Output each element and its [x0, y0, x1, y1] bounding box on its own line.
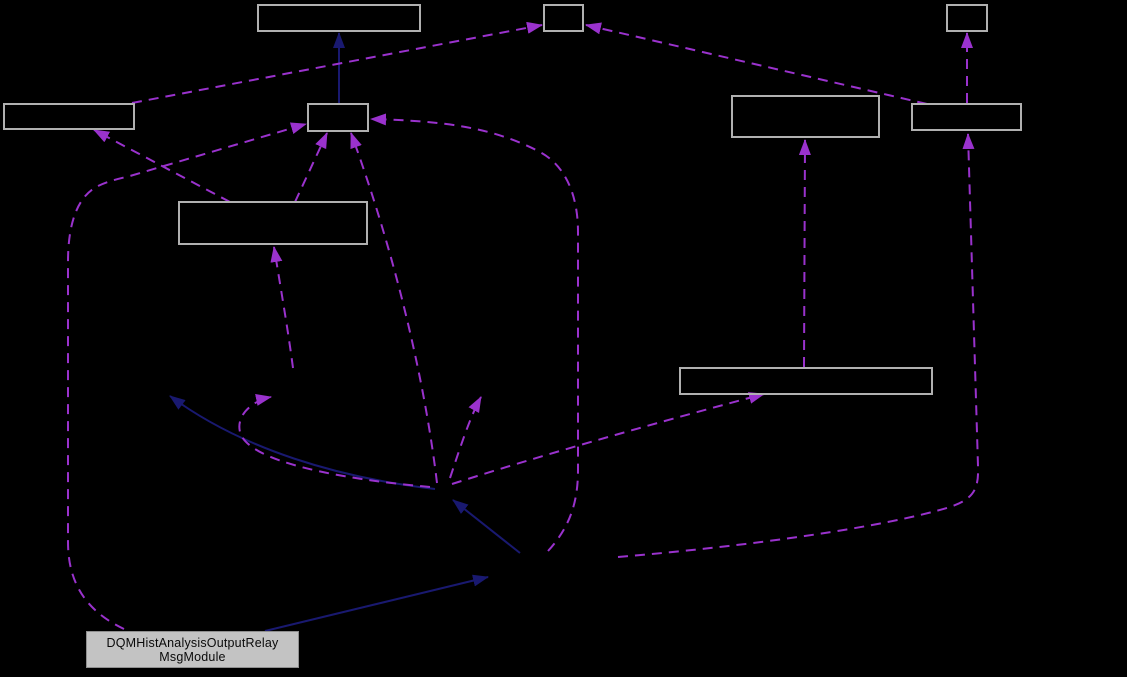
node-top-right-small[interactable] [946, 4, 988, 32]
main-node[interactable]: DQMHistAnalysisOutputRelay MsgModule [86, 631, 299, 668]
usage-hidden-short-up-right [449, 396, 482, 479]
usage-mid-left-to-center-small [294, 132, 328, 203]
usage-mid-right-to-right-center [798, 139, 811, 368]
usage-hidden-bottom-to-right [617, 133, 980, 558]
inheritance-main-node-up-right [264, 574, 489, 632]
main-node-label-line2: MsgModule [159, 649, 226, 664]
node-right-center[interactable] [731, 95, 880, 138]
usage-hidden-to-mid-right [451, 392, 765, 485]
usage-hidden-to-center-small [350, 132, 438, 484]
main-node-label-line1: DQMHistAnalysisOutputRelay [106, 635, 279, 650]
inheritance-hidden-mid-up-left [452, 499, 521, 554]
node-mid-left[interactable] [178, 201, 368, 245]
usage-hidden-curve-up-left [238, 394, 431, 488]
usage-right-to-top-center-small [585, 22, 928, 105]
usage-hidden-lower-to-mid-left [270, 246, 294, 369]
node-center-small[interactable] [307, 103, 369, 132]
node-left[interactable] [3, 103, 135, 130]
edges-layer [67, 21, 980, 632]
node-right[interactable] [911, 103, 1022, 131]
node-mid-right[interactable] [679, 367, 933, 395]
inheritance-hidden-curve-left [169, 395, 436, 490]
nodes-layer [3, 4, 1022, 395]
usage-mid-left-to-left [93, 129, 231, 203]
usage-main-node-left-curve-to-center-small [67, 122, 307, 630]
usage-left-to-top-center-small [131, 21, 543, 104]
node-top-center-small[interactable] [543, 4, 584, 32]
usage-hidden-right-curve-to-center-small [370, 113, 579, 552]
node-top-wide[interactable] [257, 4, 421, 32]
